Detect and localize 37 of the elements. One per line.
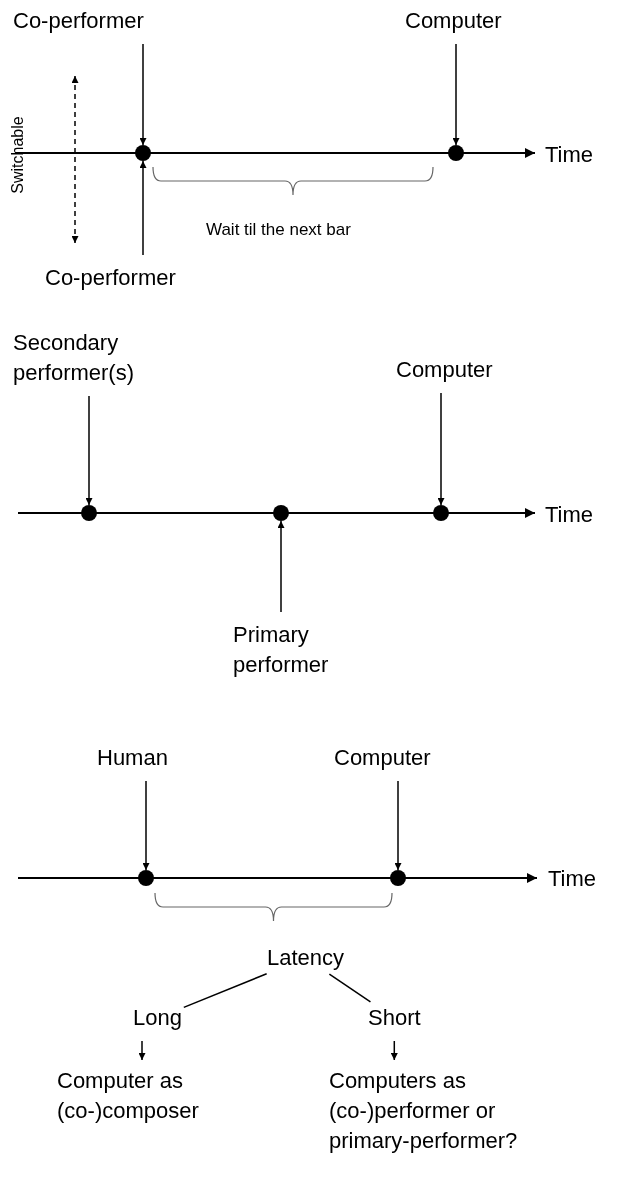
arrow <box>139 160 147 256</box>
arrow <box>139 43 147 146</box>
arrow <box>452 43 460 146</box>
node-label: Latency <box>267 943 345 973</box>
arrow <box>437 392 445 506</box>
axis-label: Time <box>548 865 597 893</box>
rotated-label: Switchable <box>8 116 27 194</box>
arrow <box>277 520 285 613</box>
arrow <box>138 1040 146 1061</box>
event-dot <box>81 505 97 521</box>
event-dot <box>135 145 151 161</box>
node-label: Co-performer <box>13 6 144 36</box>
connector-line <box>328 973 372 1003</box>
arrow <box>142 780 150 871</box>
event-dot <box>138 870 154 886</box>
node-label: Human <box>97 743 168 773</box>
bracket-label: Wait til the next bar <box>206 219 351 241</box>
connector-line <box>183 973 268 1009</box>
arrow <box>394 780 402 871</box>
arrow <box>85 395 93 506</box>
axis-label: Time <box>545 501 594 529</box>
node-label: Short <box>368 1003 421 1033</box>
node-label: Computer <box>396 355 493 385</box>
node-label: Computers as (co-)performer or primary-performer? <box>329 1066 569 1156</box>
event-dot <box>273 505 289 521</box>
event-dot <box>390 870 406 886</box>
node-label: Primary performer <box>233 620 373 680</box>
event-dot <box>433 505 449 521</box>
axis-label: Time <box>545 141 594 169</box>
node-label: Computer <box>334 743 431 773</box>
node-label: Computer as (co-)composer <box>57 1066 227 1126</box>
arrow <box>390 1040 398 1061</box>
event-dot <box>448 145 464 161</box>
node-label: Computer <box>405 6 502 36</box>
node-label: Long <box>133 1003 182 1033</box>
node-label: Co-performer <box>45 263 176 293</box>
node-label: Secondary performer(s) <box>13 328 183 388</box>
